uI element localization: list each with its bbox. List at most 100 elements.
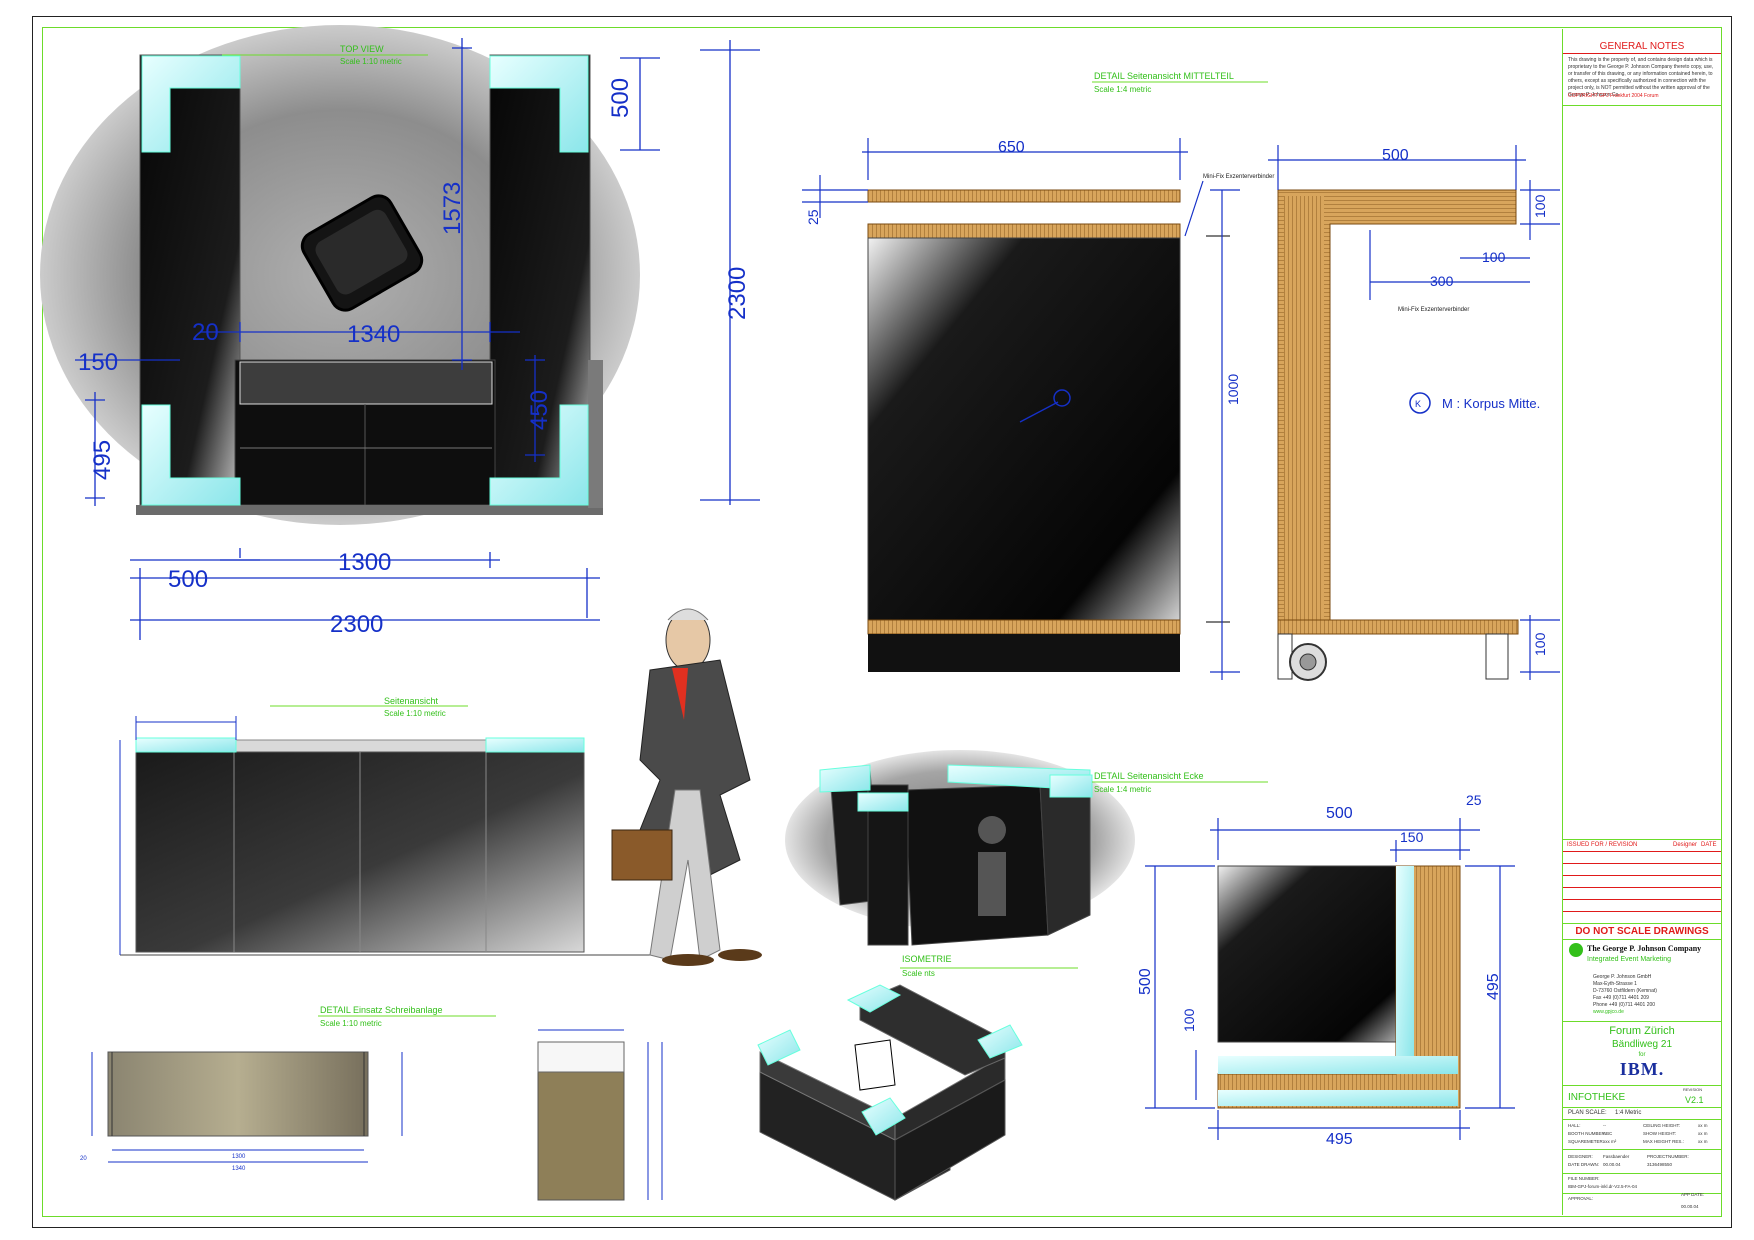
ecke-scale: Scale 1:4 metric — [1094, 785, 1151, 794]
schreibanlage-detail: DETAIL Einsatz Schreibanlage Scale 1:10 … — [80, 1005, 663, 1201]
perspective-render: DETAIL Seitenansicht Ecke Scale 1:4 metr… — [785, 750, 1268, 978]
project-number-value: 3136498550 — [1647, 1162, 1673, 1167]
sheet-title: INFOTHEKE — [1568, 1092, 1626, 1103]
desk-insert — [239, 361, 493, 405]
company-address-3: D-73760 Ostfildern (Kemnat) — [1593, 988, 1657, 994]
ecke-dim-500-left: 500 — [1137, 968, 1154, 995]
issued-for-label: ISSUED FOR / REVISION — [1567, 842, 1638, 848]
dim-500-section: 500 — [1382, 147, 1409, 164]
ecke-dim-495-right: 495 — [1485, 973, 1502, 1000]
booth-value: ABC — [1603, 1131, 1613, 1136]
ecke-dim-100: 100 — [1181, 1008, 1197, 1032]
dim-150: 150 — [78, 349, 118, 376]
ecke-dim-495-bottom: 495 — [1326, 1131, 1353, 1148]
glass-corner-br — [489, 404, 589, 506]
mittelteil-section: 500 100 100 300 Mini-Fix Exzenterverbind… — [1210, 145, 1560, 681]
file-label: FILE NUMBER: — [1568, 1176, 1600, 1181]
designer-col: Designer — [1673, 842, 1698, 848]
dim-20: 20 — [192, 319, 219, 346]
glass-corner-bl — [141, 404, 241, 506]
revision-value: V2.1 — [1685, 1095, 1704, 1105]
schreib-dim-1300: 1300 — [232, 1154, 246, 1160]
date-drawn-value: 00.00.04 — [1603, 1162, 1621, 1167]
company-name: The George P. Johnson Company — [1587, 944, 1702, 953]
legend-korpus: M : Korpus Mitte. — [1442, 396, 1540, 411]
isometrie-title: ISOMETRIE — [902, 954, 952, 964]
ecke-dim-25: 25 — [1466, 792, 1482, 808]
revision-label: REVISION — [1683, 1087, 1703, 1092]
plan-scale-value: 1:4 Metric — [1615, 1110, 1642, 1116]
dim-1300: 1300 — [338, 549, 391, 576]
company-address-5: Phone +49 (0)711 4401 200 — [1593, 1002, 1656, 1008]
sheet-border — [32, 16, 1732, 1228]
briefcase — [611, 829, 673, 881]
dim-300: 300 — [1430, 273, 1454, 289]
dim-100-c: 100 — [1532, 632, 1548, 656]
sqm-value: xxx m² — [1603, 1139, 1617, 1144]
project-name: Forum Zürich — [1609, 1025, 1675, 1037]
approval-label: APPROVAL: — [1568, 1196, 1594, 1201]
mittelteil-scale: Scale 1:4 metric — [1094, 85, 1151, 94]
project-number-label: PROJECTNUMBER: — [1647, 1154, 1689, 1159]
glass-corner-tl — [141, 55, 241, 153]
client-logo: IBM. — [1619, 1059, 1665, 1079]
glass-corner-tr — [489, 55, 589, 153]
dim-450: 450 — [526, 390, 553, 430]
connector-label-2: Mini-Fix Exzenterverbinder — [1398, 307, 1469, 313]
sqm-label: SQUAREMETER: — [1568, 1139, 1605, 1144]
show-label: SHOW HEIGHT: — [1643, 1131, 1677, 1136]
hall-value: -- — [1603, 1123, 1606, 1128]
general-notes-heading: GENERAL NOTES — [1599, 41, 1685, 52]
vhr-value: xx m — [1698, 1139, 1708, 1144]
office-chair — [300, 194, 424, 312]
dim-2300-right: 2300 — [724, 267, 751, 320]
top-view-title: TOP VIEW — [340, 44, 384, 54]
dim-500-bottom: 500 — [168, 566, 208, 593]
schreib-title: DETAIL Einsatz Schreibanlage — [320, 1005, 443, 1015]
mittelteil-title: DETAIL Seitenansicht MITTELTEIL — [1094, 71, 1234, 81]
schreib-dim-1340: 1340 — [232, 1166, 246, 1172]
dim-100-a: 100 — [1532, 194, 1548, 218]
company-address-4: Fax +49 (0)711 4401 209 — [1593, 995, 1649, 1001]
dim-1340: 1340 — [347, 321, 400, 348]
company-address-2: Max-Eyth-Strasse 1 — [1593, 981, 1637, 987]
person-figure — [611, 608, 762, 966]
legend-k: K — [1415, 399, 1421, 409]
copyright-text: COPYRIGHT GPJ Frankfurt 2004 Forum — [1568, 93, 1659, 99]
dim-2300-bottom: 2300 — [330, 611, 383, 638]
project-street: Bändliweg 21 — [1611, 1039, 1673, 1050]
top-view: TOP VIEW Scale 1:10 metric 500 1573 2300… — [40, 25, 760, 640]
date-col: DATE — [1701, 842, 1717, 848]
seitenansicht-title: Seitenansicht — [384, 696, 439, 706]
mittelteil-front: DETAIL Seitenansicht MITTELTEIL Scale 1:… — [802, 71, 1274, 672]
designer-value: Fassbaender — [1603, 1154, 1630, 1159]
booth-label: BOOTH NUMBER: — [1568, 1131, 1607, 1136]
company-web: www.gpjco.de — [1593, 1009, 1624, 1015]
plan-scale-label: PLAN SCALE: — [1568, 1110, 1607, 1116]
schreib-scale: Scale 1:10 metric — [320, 1019, 382, 1028]
dim-100-b: 100 — [1482, 249, 1506, 265]
dim-25: 25 — [805, 209, 821, 225]
schreib-dim-20: 20 — [80, 1156, 87, 1162]
base-plinth — [136, 505, 603, 515]
general-notes-text: This drawing is the property of, and con… — [1568, 57, 1714, 98]
dim-1573: 1573 — [439, 182, 466, 235]
seitenansicht-scale: Scale 1:10 metric — [384, 709, 446, 718]
ecke-title: DETAIL Seitenansicht Ecke — [1094, 771, 1204, 781]
top-view-scale: Scale 1:10 metric — [340, 57, 402, 66]
vhr-label: MAX HEIGHT RES.: — [1643, 1139, 1684, 1144]
ecke-detail: 500 25 150 500 100 495 495 — [1137, 792, 1515, 1148]
dim-650: 650 — [998, 139, 1025, 156]
isometrie-scale: Scale nts — [902, 969, 935, 978]
dim-500-top: 500 — [607, 78, 634, 118]
company-logo-icon — [1569, 943, 1583, 957]
dim-1000: 1000 — [1225, 374, 1241, 405]
dim-495: 495 — [89, 440, 116, 480]
ecke-dim-150: 150 — [1400, 829, 1424, 845]
date-drawn-label: DATE DRAWN: — [1568, 1162, 1599, 1167]
designer-label: DESIGNER: — [1568, 1154, 1593, 1159]
ceiling-value: xx m — [1698, 1123, 1708, 1128]
company-address-1: George P. Johnson GmbH — [1593, 974, 1652, 980]
company-tagline: Integrated Event Marketing — [1587, 956, 1672, 963]
